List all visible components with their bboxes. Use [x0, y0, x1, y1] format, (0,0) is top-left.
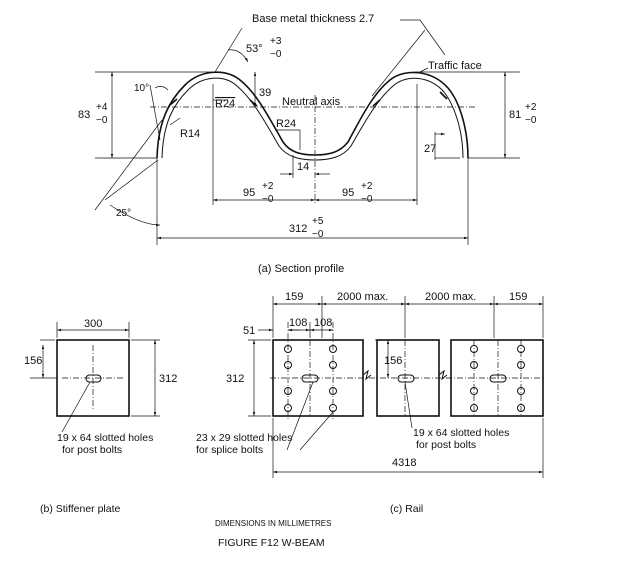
- rail-post-note-line2: for post bolts: [416, 439, 476, 451]
- splice-holes-left: [284, 345, 337, 412]
- section-profile-caption: (a) Section profile: [258, 263, 344, 275]
- rail-slot-left: [301, 374, 319, 383]
- rail-splice-note-line2: for splice bolts: [196, 444, 263, 456]
- width-right-tol-minus: −0: [361, 194, 373, 205]
- rail-elevation: 159 2000 max. 2000 max. 159 51 108 108 3…: [196, 291, 545, 515]
- traffic-face-label: Traffic face: [428, 60, 482, 72]
- angle-top-value: 53°: [246, 43, 263, 55]
- overall-width-tol-plus: +5: [312, 216, 324, 227]
- height-left-tol-minus: −0: [96, 115, 108, 126]
- rail-splice-note-line1: 23 x 29 slotted holes: [196, 432, 292, 444]
- units-note: DIMENSIONS IN MILLIMETRES: [215, 519, 331, 528]
- width-left-value: 95: [243, 187, 255, 199]
- rail-span-left-label: 2000 max.: [337, 291, 388, 303]
- stiffener-width-label: 300: [84, 318, 102, 330]
- overall-width-value: 312: [289, 223, 307, 235]
- angle-top-tol-plus: +3: [270, 36, 282, 47]
- rail-height-label: 312: [226, 373, 244, 385]
- width-left-tol-minus: −0: [262, 194, 274, 205]
- w-beam-profile-outer: [156, 71, 469, 159]
- rail-slot-right: [489, 374, 507, 383]
- stiffener-hole-note-line2: for post bolts: [62, 444, 122, 456]
- stiffener-hole-note-line1: 19 x 64 slotted holes: [57, 432, 153, 444]
- r24-top-label: R24: [215, 98, 235, 110]
- height-right-tol-plus: +2: [525, 102, 537, 113]
- rail-caption: (c) Rail: [390, 503, 423, 515]
- angle-bottom-value: 25°: [116, 208, 131, 219]
- r24-mid-label: R24: [276, 118, 296, 130]
- rail-post-note-line1: 19 x 64 slotted holes: [413, 427, 509, 439]
- stiffener-offset-label: 156: [24, 355, 42, 367]
- width-left-tol-plus: +2: [262, 181, 274, 192]
- rail-total-length-label: 4318: [392, 457, 416, 469]
- overall-width-tol-minus: −0: [312, 229, 324, 240]
- dim-27-label: 27: [424, 143, 436, 155]
- width-right-tol-plus: +2: [361, 181, 373, 192]
- height-left-value: 83: [78, 109, 90, 121]
- angle-left-value: 10°: [134, 83, 149, 94]
- section-profile: Base metal thickness 2.7 Traffic face Ne…: [78, 13, 537, 275]
- rail-edge-label: 51: [243, 325, 255, 337]
- dim-14-label: 14: [297, 161, 309, 173]
- w-beam-profile-inner: [161, 77, 464, 161]
- rail-right-segment: [450, 339, 544, 417]
- angle-top-tol-minus: −0: [270, 49, 282, 60]
- rail-pitch1-label: 108: [289, 317, 307, 329]
- rail-pitch2-label: 108: [314, 317, 332, 329]
- stiffener-height-label: 312: [159, 373, 177, 385]
- stiffener-plate: 300 312 156 19 x 64 slotted holes for po…: [24, 318, 177, 515]
- r14-label: R14: [180, 128, 200, 140]
- height-right-tol-minus: −0: [525, 115, 537, 126]
- stiffener-caption: (b) Stiffener plate: [40, 503, 121, 515]
- height-left-tol-plus: +4: [96, 102, 108, 113]
- rail-end-left-label: 159: [285, 291, 303, 303]
- splice-holes-right: [470, 345, 525, 412]
- rail-span-right-label: 2000 max.: [425, 291, 476, 303]
- rail-slot-middle: [397, 374, 415, 383]
- dim-39-label: 39: [259, 87, 271, 99]
- figure-title: FIGURE F12 W-BEAM: [218, 537, 325, 549]
- rail-end-right-label: 159: [509, 291, 527, 303]
- height-right-value: 81: [509, 109, 521, 121]
- width-right-value: 95: [342, 187, 354, 199]
- base-metal-thickness-label: Base metal thickness 2.7: [252, 13, 374, 25]
- rail-offset-label: 156: [384, 355, 402, 367]
- neutral-axis-label: Neutral axis: [282, 96, 341, 108]
- stiffener-slot: [85, 374, 102, 383]
